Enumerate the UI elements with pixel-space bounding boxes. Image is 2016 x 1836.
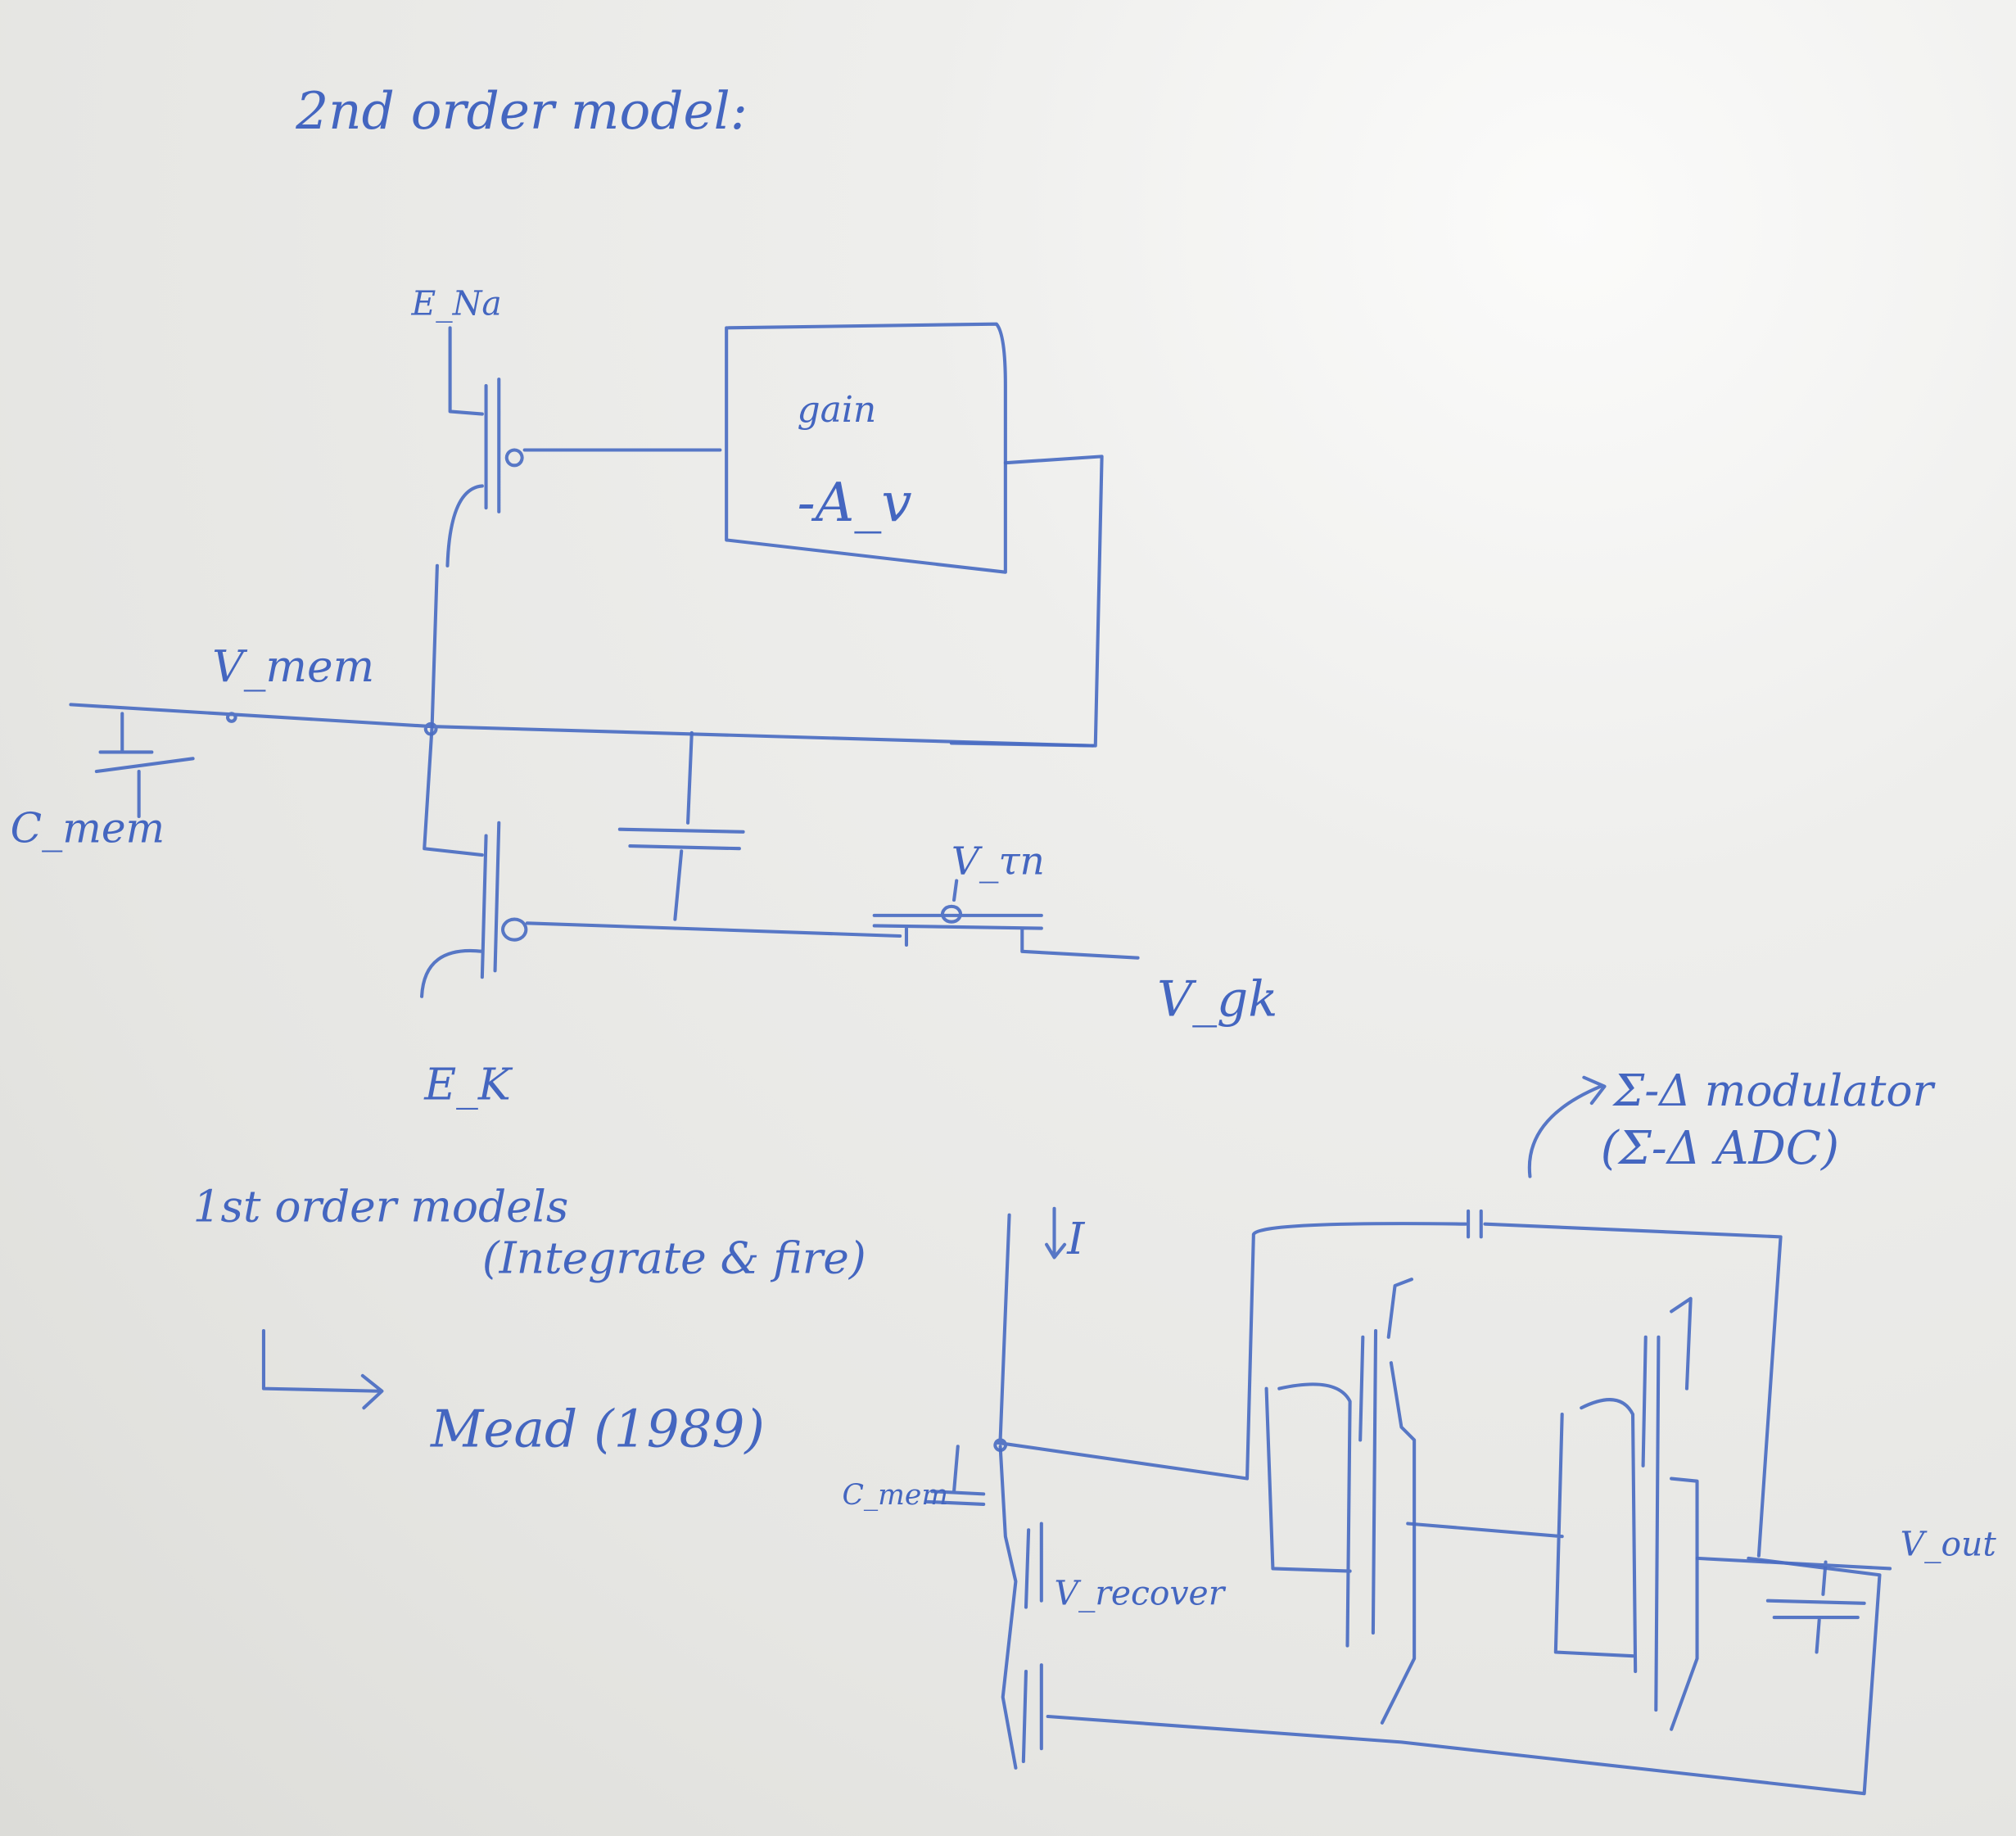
integrate-fire-note: (Integrate & fire)	[482, 1232, 866, 1283]
mead-reference: Mead (1989)	[430, 1399, 765, 1458]
current-label: I	[1066, 1213, 1085, 1264]
c-mem-label: C_mem	[11, 803, 165, 852]
av-label: -A_v	[798, 471, 912, 534]
second-order-circuit	[69, 322, 1140, 998]
v-out-label: V_out	[1901, 1525, 1997, 1564]
v-tau-n-label: V_τn	[951, 839, 1045, 884]
first-order-title: 1st order models	[193, 1181, 569, 1232]
sigma-delta-title: Σ-Δ modulator	[1611, 1065, 1936, 1116]
sigma-delta-subtitle: (Σ-Δ ADC)	[1601, 1122, 1839, 1175]
gain-label: gain	[798, 389, 877, 431]
v-gk-label: V_gk	[1157, 971, 1277, 1028]
second-order-title: 2nd order model:	[295, 81, 748, 141]
v-mem-label: V_mem	[212, 640, 374, 692]
e-k-label: E_K	[423, 1058, 513, 1110]
v-recover-label: V_recover	[1055, 1573, 1227, 1612]
sd-c-mem-label: C_mem	[842, 1479, 948, 1512]
sigma-delta-circuit	[924, 1206, 1892, 1796]
e-na-label: E_Na	[411, 284, 502, 323]
